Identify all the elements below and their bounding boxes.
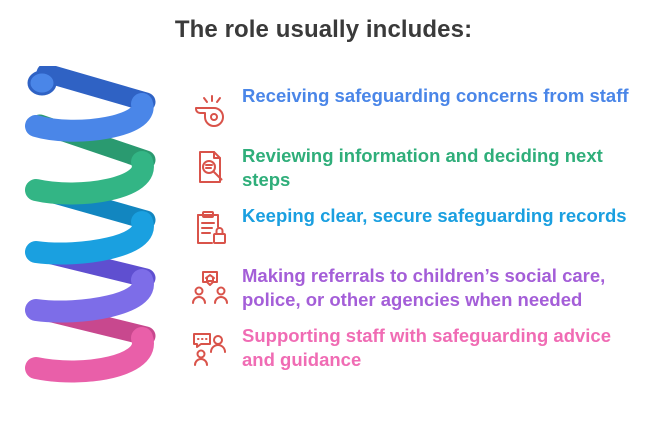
people-home-icon: [192, 271, 228, 304]
spiral-band-pink: [25, 327, 154, 383]
spiral-band-violet: [25, 269, 154, 323]
item-text: Making referrals to children’s social ca…: [242, 265, 606, 310]
whistle-icon: [195, 95, 224, 127]
item-text: Reviewing information and deciding next …: [242, 145, 603, 190]
page-title: The role usually includes:: [174, 16, 473, 43]
item-text: Receiving safeguarding concerns from sta…: [242, 85, 629, 106]
document-search-icon: [199, 151, 223, 183]
list-item: Making referrals to children’s social ca…: [190, 264, 630, 316]
spiral-band-green: [25, 151, 154, 205]
list-item: Keeping clear, secure safeguarding recor…: [190, 204, 630, 256]
item-text: Supporting staff with safeguarding advic…: [242, 325, 612, 370]
spiral-graphic: [25, 66, 156, 383]
people-chat-icon: [193, 333, 226, 366]
list-item: Receiving safeguarding concerns from sta…: [190, 84, 630, 136]
item-text: Keeping clear, secure safeguarding recor…: [242, 205, 627, 226]
list-item: Supporting staff with safeguarding advic…: [190, 324, 630, 376]
spiral-front-bands: [25, 93, 154, 383]
list-item: Reviewing information and deciding next …: [190, 144, 630, 196]
spiral-band-cyan: [25, 211, 154, 265]
clipboard-lock-icon: [197, 211, 226, 244]
spiral-top-end: [27, 70, 57, 96]
spiral-band-blue: [25, 93, 154, 142]
